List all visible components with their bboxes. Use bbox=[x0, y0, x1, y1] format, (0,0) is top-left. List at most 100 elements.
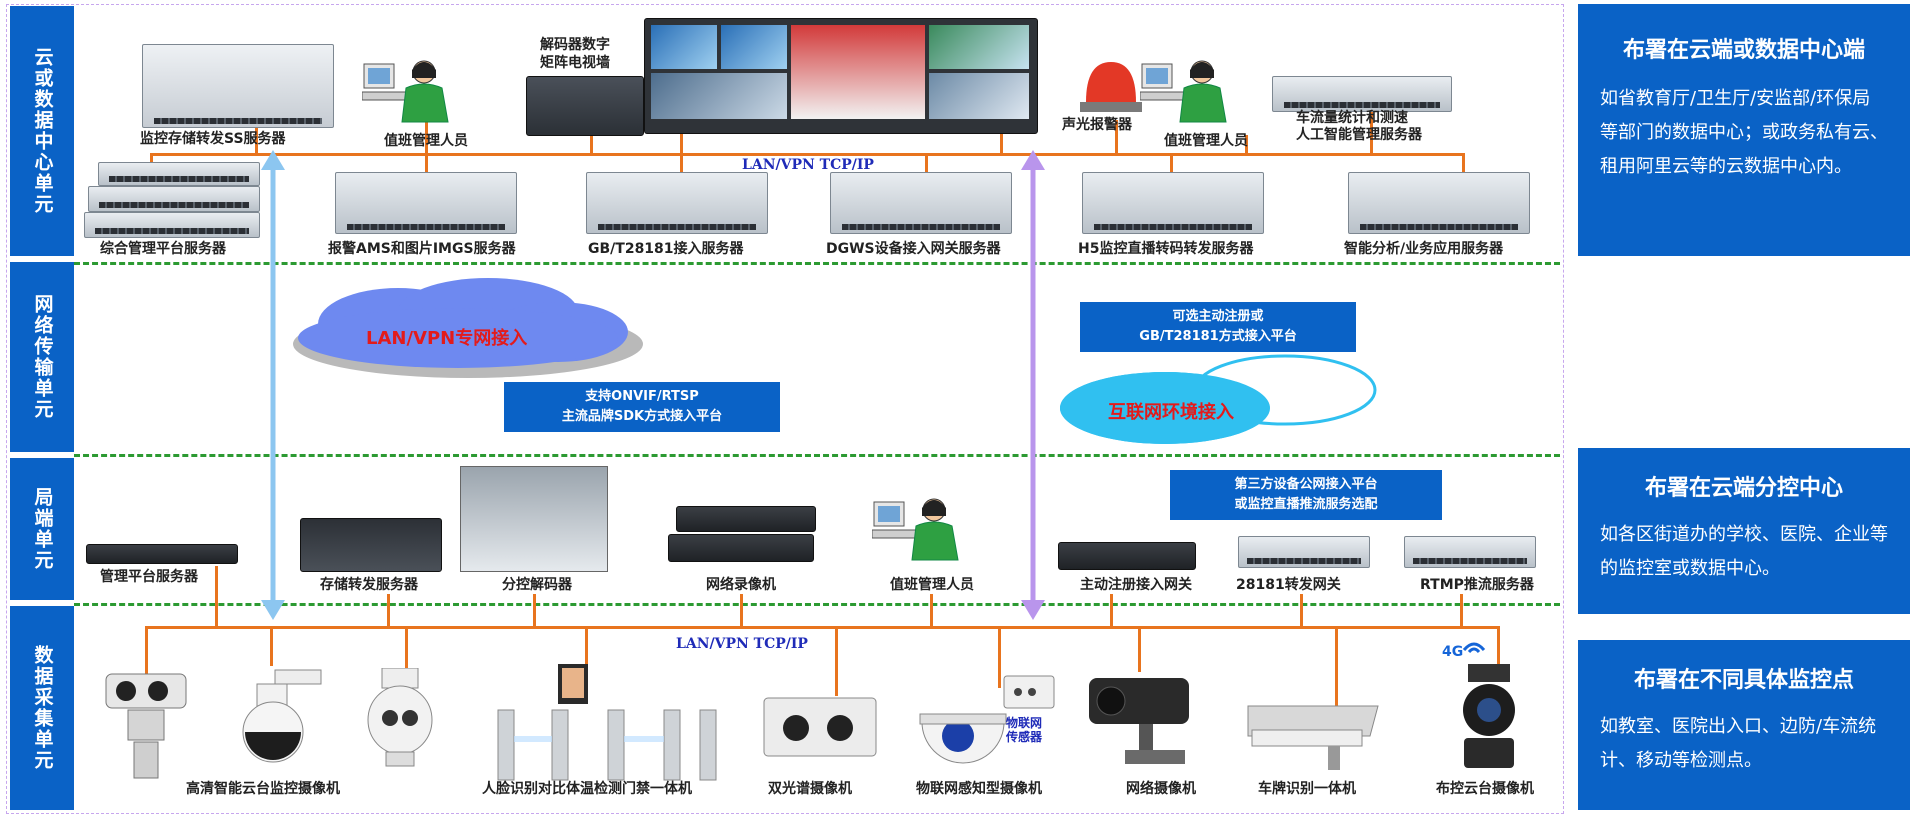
mobile-ptz-label: 布控云台摄像机 bbox=[1436, 781, 1534, 797]
dgws-server-image bbox=[830, 172, 1012, 234]
operator-icon-2 bbox=[1140, 60, 1227, 123]
speed-dome-camera-icon bbox=[242, 669, 322, 763]
collect-lan-label: LAN/VPN TCP/IP bbox=[676, 636, 808, 652]
video-wall-screen-3 bbox=[791, 25, 925, 119]
mgmt-server-image-3 bbox=[84, 212, 260, 238]
top-drop-4 bbox=[680, 130, 683, 153]
local-drop-4 bbox=[740, 594, 743, 628]
alarm-server-image bbox=[335, 172, 517, 234]
video-wall-screen-4 bbox=[929, 25, 1029, 69]
local-drop-1 bbox=[215, 566, 218, 628]
rtmp-server-image bbox=[1404, 536, 1536, 568]
arrow-lan-vertical bbox=[261, 150, 285, 620]
iot-sensor-label: 物联网 传感器 bbox=[1006, 716, 1043, 744]
mgmt-server-image bbox=[98, 162, 260, 186]
top-drop-8 bbox=[1370, 110, 1373, 153]
plate-camera-label: 车牌识别一体机 bbox=[1258, 781, 1356, 797]
face-gate-label: 人脸识别对比体温检测门禁一体机 bbox=[482, 781, 692, 797]
mobile-ptz-camera-icon bbox=[1463, 664, 1515, 768]
top-down-4 bbox=[925, 153, 928, 173]
operator-label-1: 值班管理人员 bbox=[384, 133, 468, 149]
video-wall-screen-5 bbox=[651, 73, 787, 119]
top-down-3 bbox=[680, 153, 683, 173]
thermal-ptz-camera-icon bbox=[105, 673, 187, 779]
local-drop-2 bbox=[387, 594, 390, 628]
mgmt-server-image-2 bbox=[88, 186, 260, 212]
gb-server-label: GB/T28181接入服务器 bbox=[588, 241, 744, 257]
ss-server-image bbox=[142, 44, 334, 128]
separator-2 bbox=[74, 454, 1560, 457]
diagram-frame bbox=[6, 4, 1564, 814]
cam-drop-2 bbox=[270, 626, 273, 666]
storage-server-image bbox=[300, 518, 442, 572]
panel-site-title: 布署在不同具体监控点 bbox=[1633, 668, 1854, 693]
ai-server-image bbox=[1272, 76, 1452, 112]
cam-drop-7 bbox=[1138, 626, 1141, 672]
video-wall-screen-1 bbox=[651, 25, 717, 69]
note-onvif: 支持ONVIF/RTSP 主流品牌SDK方式接入平台 bbox=[504, 382, 780, 432]
top-down-5 bbox=[1170, 153, 1173, 173]
alarm-server-label: 报警AMS和图片IMGS服务器 bbox=[328, 241, 516, 257]
lane-collect: 数据采集单元 bbox=[10, 606, 74, 810]
iot-sensor-icon bbox=[1003, 675, 1055, 709]
face-gate-icon bbox=[497, 664, 717, 781]
top-down-6 bbox=[1462, 153, 1465, 173]
ptz-camera-icon bbox=[367, 668, 433, 767]
dgws-server-label: DGWS设备接入网关服务器 bbox=[826, 241, 1001, 257]
top-drop-6 bbox=[1115, 120, 1118, 153]
local-drop-7 bbox=[1300, 594, 1303, 628]
top-bus bbox=[150, 153, 1465, 156]
cam-drop-6 bbox=[998, 626, 1001, 688]
local-mgmt-server-label: 管理平台服务器 bbox=[100, 569, 198, 585]
panel-cloud: 布署在云端或数据中心端 如省教育厅/卫生厅/安监部/环保局等部门的数据中心；或政… bbox=[1578, 4, 1910, 256]
local-mgmt-server-image bbox=[86, 544, 238, 564]
gb-server-image bbox=[586, 172, 768, 234]
lane-collect-label: 数据采集单元 bbox=[31, 645, 54, 771]
h5-server-label: H5监控直播转码转发服务器 bbox=[1078, 241, 1254, 257]
separator-3 bbox=[74, 603, 1560, 606]
panel-subcenter: 布署在云端分控中心 如各区街道办的学校、医院、企业等的监控室或数据中心。 bbox=[1578, 448, 1910, 614]
lane-local-label: 局端单元 bbox=[31, 487, 54, 571]
iot-dome-camera-icon bbox=[919, 713, 1007, 764]
alarm-label: 声光报警器 bbox=[1062, 117, 1132, 133]
lane-cloud: 云或数据中心单元 bbox=[10, 6, 74, 256]
video-wall-screen-2 bbox=[721, 25, 787, 69]
bullet-camera-icon bbox=[1089, 678, 1189, 764]
decoder-wall-label: 解码器数字 矩阵电视墙 bbox=[540, 37, 610, 71]
cam-drop-3 bbox=[405, 626, 408, 668]
video-wall bbox=[644, 18, 1038, 134]
note-onvif-line-1: 支持ONVIF/RTSP bbox=[585, 389, 699, 404]
register-gateway-label: 主动注册接入网关 bbox=[1080, 577, 1192, 593]
top-lan-label: LAN/VPN TCP/IP bbox=[742, 157, 874, 173]
top-drop-3 bbox=[590, 120, 593, 153]
h5-server-image bbox=[1082, 172, 1264, 234]
ss-server-label: 监控存储转发SS服务器 bbox=[140, 131, 286, 147]
panel-subcenter-title: 布署在云端分控中心 bbox=[1644, 476, 1843, 501]
cam-drop-1 bbox=[145, 626, 148, 678]
panel-subcenter-text: 如各区街道办的学校、医院、企业等的监控室或数据中心。 bbox=[1600, 524, 1888, 579]
note-third-party-line-1: 第三方设备公网接入平台 bbox=[1234, 477, 1378, 492]
wireless-signal-icon bbox=[1462, 642, 1486, 654]
alarm-light-icon bbox=[1080, 62, 1142, 112]
cam-drop-5 bbox=[835, 626, 838, 696]
note-register-line-1: 可选主动注册或 bbox=[1172, 309, 1264, 324]
local-drop-3 bbox=[533, 594, 536, 628]
register-gateway-image bbox=[1058, 542, 1196, 570]
panel-site-text: 如教室、医院出入口、边防/车流统计、移动等检测点。 bbox=[1600, 716, 1877, 771]
plate-camera-icon bbox=[1247, 705, 1379, 770]
lane-local: 局端单元 bbox=[10, 458, 74, 600]
analysis-server-image bbox=[1348, 172, 1530, 234]
cam-drop-4 bbox=[585, 626, 588, 664]
local-operator-label: 值班管理人员 bbox=[890, 577, 974, 593]
lane-network: 网络传输单元 bbox=[10, 262, 74, 452]
decoder-box bbox=[526, 76, 644, 136]
dual-spectrum-label: 双光谱摄像机 bbox=[768, 781, 852, 797]
gateway-28181-label: 28181转发网关 bbox=[1236, 577, 1341, 593]
lane-cloud-label: 云或数据中心单元 bbox=[31, 47, 54, 215]
decoder-image bbox=[460, 466, 608, 572]
rtmp-server-label: RTMP推流服务器 bbox=[1420, 577, 1534, 593]
note-onvif-line-2: 主流品牌SDK方式接入平台 bbox=[561, 409, 723, 424]
video-wall-screen-6 bbox=[929, 73, 1029, 119]
operator-icon bbox=[362, 60, 449, 123]
local-drop-8 bbox=[1460, 594, 1463, 628]
